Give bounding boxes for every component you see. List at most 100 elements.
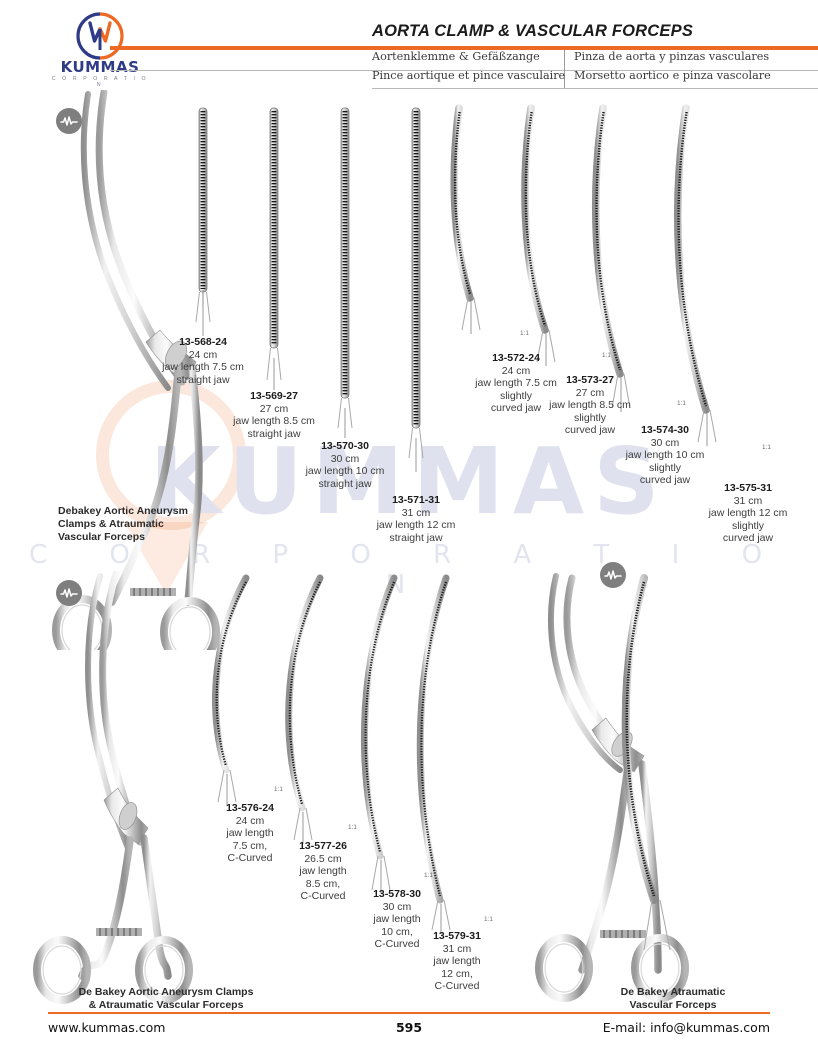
caption-line-2: & Atraumatic Vascular Forceps bbox=[88, 999, 244, 1011]
scale-mark-13-572-24: 1:1 bbox=[520, 330, 529, 337]
product-jaw-length: jaw length 8.5 cm bbox=[233, 415, 315, 428]
product-length: 31 cm bbox=[442, 942, 472, 955]
product-jaw-length: jaw length 8.5 cm bbox=[549, 399, 631, 412]
product-label-13-576-24: 13-576-24 24 cm jaw length 7.5 cm, C-Cur… bbox=[190, 802, 310, 865]
product-length: 24 cm bbox=[188, 348, 218, 361]
pulse-badge-icon-1 bbox=[56, 108, 82, 134]
jaw-insert-13-571-31 bbox=[408, 107, 424, 472]
product-length: 30 cm bbox=[330, 452, 360, 465]
product-jaw-type: slightly bbox=[731, 519, 765, 532]
product-jaw-length: jaw length 10 cm bbox=[305, 465, 385, 478]
product-jaw-length: jaw length bbox=[433, 955, 481, 968]
product-code: 13-568-24 bbox=[179, 336, 227, 348]
product-jaw-length-2: 10 cm, bbox=[381, 925, 413, 938]
product-label-13-575-31: 13-575-31 31 cm jaw length 12 cm slightl… bbox=[680, 482, 816, 545]
product-length: 31 cm bbox=[401, 506, 431, 519]
product-code: 13-569-27 bbox=[250, 390, 298, 402]
jaw-insert-13-572-24 bbox=[450, 104, 481, 334]
product-jaw-type: C-Curved bbox=[374, 938, 420, 951]
product-length: 30 cm bbox=[650, 436, 680, 449]
jaw-insert-13-568-24 bbox=[195, 107, 211, 336]
title-french: Pince aortique et pince vasculaire bbox=[372, 69, 566, 82]
product-jaw-type: straight jaw bbox=[318, 477, 372, 490]
page-header: KUMMAS C O R P O R A T I O N AORTA CLAMP… bbox=[0, 0, 818, 92]
product-length: 27 cm bbox=[575, 386, 605, 399]
translations-vertical-divider bbox=[564, 50, 565, 88]
header-translations: Aortenklemme & Gefäßzange Pinza de aorta… bbox=[372, 50, 818, 90]
title-italian: Morsetto aortico e pinza vascolare bbox=[574, 69, 771, 82]
section-caption-debakey-c-curved: De Bakey Aortic Aneurysm Clamps & Atraum… bbox=[28, 986, 304, 1012]
product-length: 27 cm bbox=[259, 402, 289, 415]
forceps-debakey-c-curved bbox=[33, 570, 193, 1004]
product-jaw-type: slightly bbox=[573, 411, 607, 424]
caption-line-1: De Bakey Aortic Aneurysm Clamps bbox=[78, 986, 254, 998]
jaw-insert-13-574-30 bbox=[592, 104, 631, 412]
header-divider-bottom bbox=[372, 88, 818, 89]
product-jaw-length-2: 8.5 cm, bbox=[305, 877, 341, 890]
footer-page-number: 595 bbox=[395, 1020, 423, 1035]
caption-line-3: Vascular Forceps bbox=[58, 531, 145, 543]
product-code: 13-574-30 bbox=[641, 424, 689, 436]
caption-line-1: De Bakey Atraumatic bbox=[620, 986, 726, 998]
product-code: 13-577-26 bbox=[299, 840, 347, 852]
product-label-13-574-30: 13-574-30 30 cm jaw length 10 cm slightl… bbox=[597, 424, 733, 487]
product-code: 13-570-30 bbox=[321, 440, 369, 452]
product-jaw-type: slightly bbox=[499, 389, 533, 402]
product-length: 31 cm bbox=[733, 494, 763, 507]
header-accent-rule bbox=[110, 46, 818, 50]
scale-mark-13-574-30: 1:1 bbox=[677, 400, 686, 407]
product-jaw-type-2: curved jaw bbox=[722, 532, 774, 545]
caption-line-2: Clamps & Atraumatic bbox=[58, 518, 164, 530]
scale-mark-13-576-24: 1:1 bbox=[274, 786, 283, 793]
jaw-insert-13-579-31 bbox=[416, 574, 451, 934]
scale-mark-13-578-30: 1:1 bbox=[424, 872, 433, 879]
product-jaw-length: jaw length 7.5 cm bbox=[475, 377, 557, 390]
product-length: 30 cm bbox=[382, 900, 412, 913]
product-jaw-length: jaw length bbox=[299, 865, 347, 878]
page-title: AORTA CLAMP & VASCULAR FORCEPS bbox=[372, 22, 694, 40]
product-label-13-579-31: 13-579-31 31 cm jaw length 12 cm, C-Curv… bbox=[397, 930, 517, 993]
product-label-13-568-24: 13-568-24 24 cm jaw length 7.5 cm straig… bbox=[120, 336, 286, 386]
product-jaw-length: jaw length bbox=[226, 827, 274, 840]
jaw-insert-13-578-30 bbox=[360, 574, 398, 894]
product-jaw-type-2: curved jaw bbox=[490, 402, 542, 415]
forceps-debakey-top bbox=[52, 90, 220, 650]
product-jaw-type-2: curved jaw bbox=[564, 424, 616, 437]
jaw-insert-13-577-26 bbox=[285, 574, 324, 844]
scale-mark-13-575-31: 1:1 bbox=[762, 444, 771, 451]
jaw-insert-13-569-27 bbox=[266, 107, 282, 390]
jaw-insert-13-576-24 bbox=[212, 574, 250, 806]
product-code: 13-571-31 bbox=[392, 494, 440, 506]
product-label-13-569-27: 13-569-27 27 cm jaw length 8.5 cm straig… bbox=[191, 390, 357, 440]
product-jaw-length: jaw length bbox=[373, 913, 421, 926]
product-label-13-577-26: 13-577-26 26.5 cm jaw length 8.5 cm, C-C… bbox=[263, 840, 383, 903]
scale-mark-13-579-31: 1:1 bbox=[484, 916, 493, 923]
page-footer: www.kummas.com 595 E-mail: info@kummas.c… bbox=[0, 1012, 818, 1048]
product-jaw-length: jaw length 12 cm bbox=[376, 519, 456, 532]
product-jaw-length-2: 12 cm, bbox=[441, 967, 473, 980]
product-code: 13-576-24 bbox=[226, 802, 274, 814]
header-divider-top bbox=[110, 70, 818, 71]
product-code: 13-578-30 bbox=[373, 888, 421, 900]
footer-website[interactable]: www.kummas.com bbox=[48, 1020, 166, 1035]
jaw-insert-13-575-31 bbox=[673, 104, 717, 446]
product-jaw-type: straight jaw bbox=[389, 531, 443, 544]
product-length: 24 cm bbox=[501, 364, 531, 377]
pulse-badge-icon-3 bbox=[600, 562, 626, 588]
product-code: 13-575-31 bbox=[724, 482, 772, 494]
scale-mark-13-577-26: 1:1 bbox=[348, 824, 357, 831]
caption-line-1: Debakey Aortic Aneurysm bbox=[58, 505, 188, 517]
footer-email[interactable]: E-mail: info@kummas.com bbox=[602, 1020, 770, 1035]
caption-line-2: Vascular Forceps bbox=[629, 999, 717, 1011]
scale-mark-13-573-27: 1:1 bbox=[602, 352, 611, 359]
product-code: 13-572-24 bbox=[492, 352, 540, 364]
product-jaw-type: straight jaw bbox=[176, 373, 230, 386]
product-jaw-type: C-Curved bbox=[227, 852, 273, 865]
jaw-insert-13-580-28 bbox=[621, 574, 671, 951]
kummas-circle-k-logo-icon bbox=[74, 10, 126, 62]
product-jaw-type: C-Curved bbox=[300, 890, 346, 903]
product-label-13-572-24: 13-572-24 24 cm jaw length 7.5 cm slight… bbox=[448, 352, 584, 415]
bottom-section-figure-group bbox=[33, 570, 689, 1004]
